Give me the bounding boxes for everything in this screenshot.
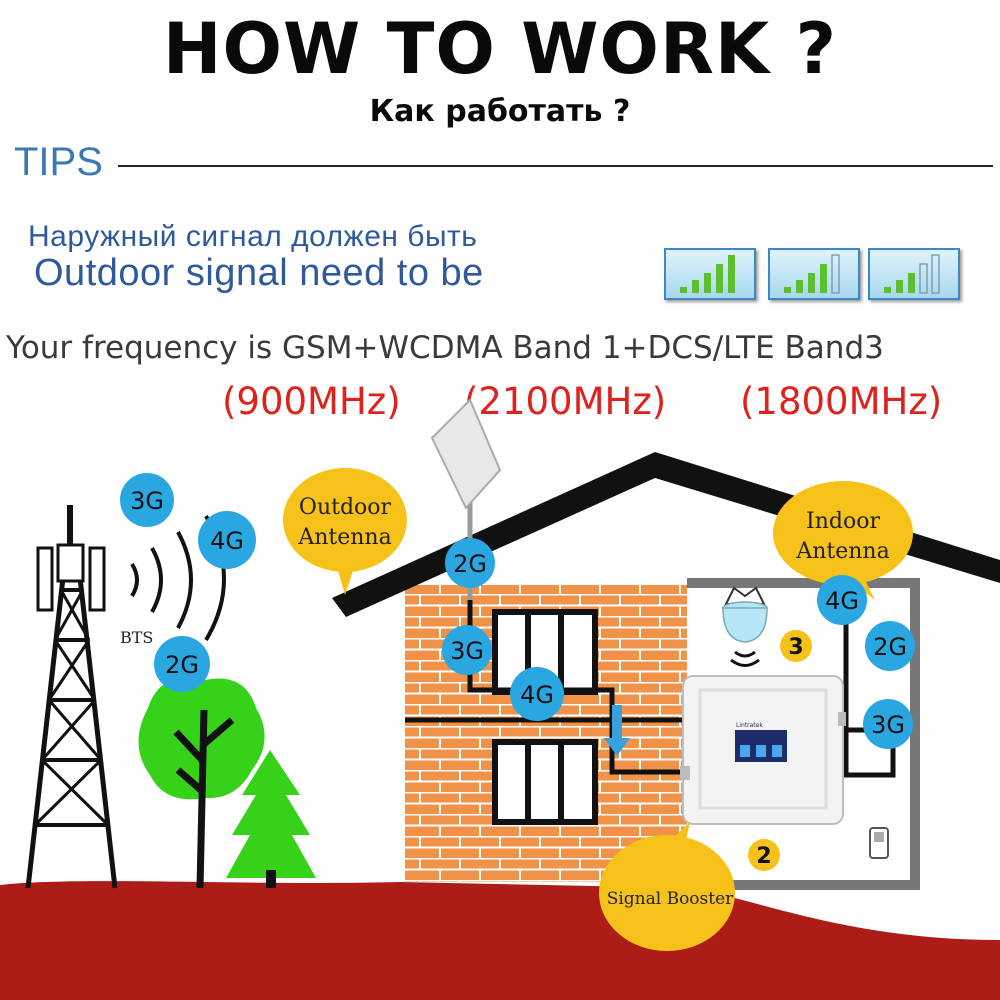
signal-strength-icon-3 — [868, 248, 960, 300]
booster-device-icon — [680, 675, 846, 825]
band-dcs-frequency: (1800MHz) — [740, 380, 943, 423]
signal-bars-icon — [884, 254, 940, 294]
indoor-antenna-label-1: Indoor — [806, 509, 880, 534]
bts-label: BTS — [120, 628, 153, 647]
step-2-label: 2 — [756, 844, 771, 869]
device-brand-label: Lintratek — [736, 722, 763, 729]
outdoor-antenna-bubble — [283, 468, 407, 572]
tips-heading: TIPS — [14, 140, 103, 184]
badge-wall-4g: 4G — [520, 681, 554, 709]
page-subtitle: Как работать ? — [369, 94, 631, 129]
badge-in-4g: 4G — [825, 587, 859, 615]
badge-wall-2g: 2G — [453, 550, 487, 578]
badge-bts-3g-bg — [120, 473, 174, 527]
step-3-label: 3 — [788, 635, 803, 660]
badge-in-3g-bg — [863, 699, 913, 749]
badge-bts-3g: 3G — [130, 487, 164, 515]
badge-in-2g: 2G — [873, 633, 907, 661]
indoor-antenna-label-2: Antenna — [795, 539, 889, 564]
signal-booster-bubble — [599, 835, 735, 951]
outdoor-antenna-label-1: Outdoor — [299, 495, 392, 520]
indoor-antenna-icon — [722, 586, 768, 667]
signal-strength-icon-1 — [664, 248, 756, 300]
badge-wall-3g: 3G — [450, 637, 484, 665]
badge-bts-4g-bg — [198, 511, 256, 569]
tips-divider — [118, 165, 993, 167]
badge-in-3g: 3G — [871, 711, 905, 739]
badge-bts-2g: 2G — [165, 651, 199, 679]
badge-in-4g-bg — [817, 575, 867, 625]
band-wcdma-frequency: (2100MHz) — [464, 380, 667, 423]
down-arrow-icon — [604, 705, 630, 756]
badge-wall-2g-bg — [445, 538, 495, 588]
badge-wall-3g-bg — [442, 625, 492, 675]
signal-bars-icon — [784, 254, 840, 294]
badge-wall-4g-bg — [510, 667, 564, 721]
step-2-marker — [748, 839, 780, 871]
ground — [0, 881, 1000, 1000]
page-title: HOW TO WORK ? — [162, 8, 838, 90]
frequency-text: Your frequency is GSM+WCDMA Band 1+DCS/L… — [6, 330, 884, 366]
badge-bts-2g-bg — [154, 636, 210, 692]
badge-bts-4g: 4G — [210, 527, 244, 555]
bts-tower-icon — [25, 505, 118, 889]
signal-strength-icon-2 — [768, 248, 860, 300]
tips-text-ru: Наружный сигнал должен быть — [28, 220, 478, 253]
signal-booster-label: Signal Booster — [607, 889, 734, 909]
signal-waves-icon — [130, 515, 226, 642]
tree-icon — [138, 677, 265, 889]
outdoor-antenna-label-2: Antenna — [297, 525, 391, 550]
band-gsm-frequency: (900MHz) — [222, 380, 401, 423]
lower-window — [492, 739, 598, 825]
indoor-antenna-bubble — [773, 481, 913, 585]
phone-icon — [869, 827, 889, 859]
tips-text-en: Outdoor signal need to be — [34, 252, 484, 294]
step-3-marker — [780, 630, 812, 662]
badge-in-2g-bg — [865, 621, 915, 671]
pine-tree-icon — [226, 750, 316, 888]
signal-bars-icon — [680, 255, 735, 293]
